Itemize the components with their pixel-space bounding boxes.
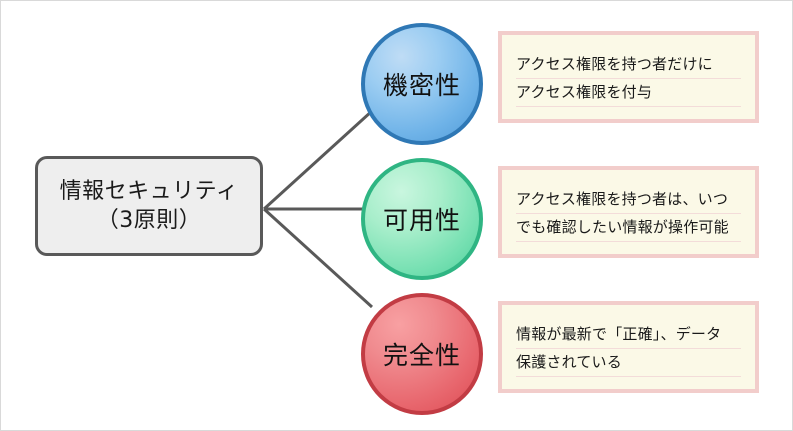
note-integrity: 情報が最新で「正確」、データ 保護されている	[498, 301, 759, 393]
root-node-information-security[interactable]: 情報セキュリティ （3原則）	[35, 156, 263, 256]
node-availability[interactable]: 可用性	[361, 158, 483, 280]
node-confidentiality-label: 機密性	[382, 71, 461, 100]
root-node-label-line2: （3原則）	[96, 208, 202, 233]
node-integrity[interactable]: 完全性	[361, 293, 483, 415]
node-integrity-label: 完全性	[382, 341, 461, 370]
node-availability-label: 可用性	[382, 206, 461, 235]
note-integrity-line1: 情報が最新で「正確」、データ	[516, 321, 741, 349]
note-availability-line1: アクセス権限を持つ者は、いつ	[516, 186, 741, 214]
note-integrity-line2: 保護されている	[516, 349, 741, 377]
note-availability-line2: でも確認したい情報が操作可能	[516, 214, 741, 242]
root-node-label-line1: 情報セキュリティ	[59, 178, 239, 204]
note-confidentiality-line1: アクセス権限を持つ者だけに	[516, 51, 741, 79]
note-confidentiality: アクセス権限を持つ者だけに アクセス権限を付与	[498, 31, 759, 123]
connector-root-to-integrity	[262, 207, 374, 309]
note-confidentiality-line2: アクセス権限を付与	[516, 79, 741, 107]
connector-root-to-confidentiality	[262, 109, 374, 211]
note-availability: アクセス権限を持つ者は、いつ でも確認したい情報が操作可能	[498, 166, 759, 258]
node-confidentiality[interactable]: 機密性	[361, 23, 483, 145]
